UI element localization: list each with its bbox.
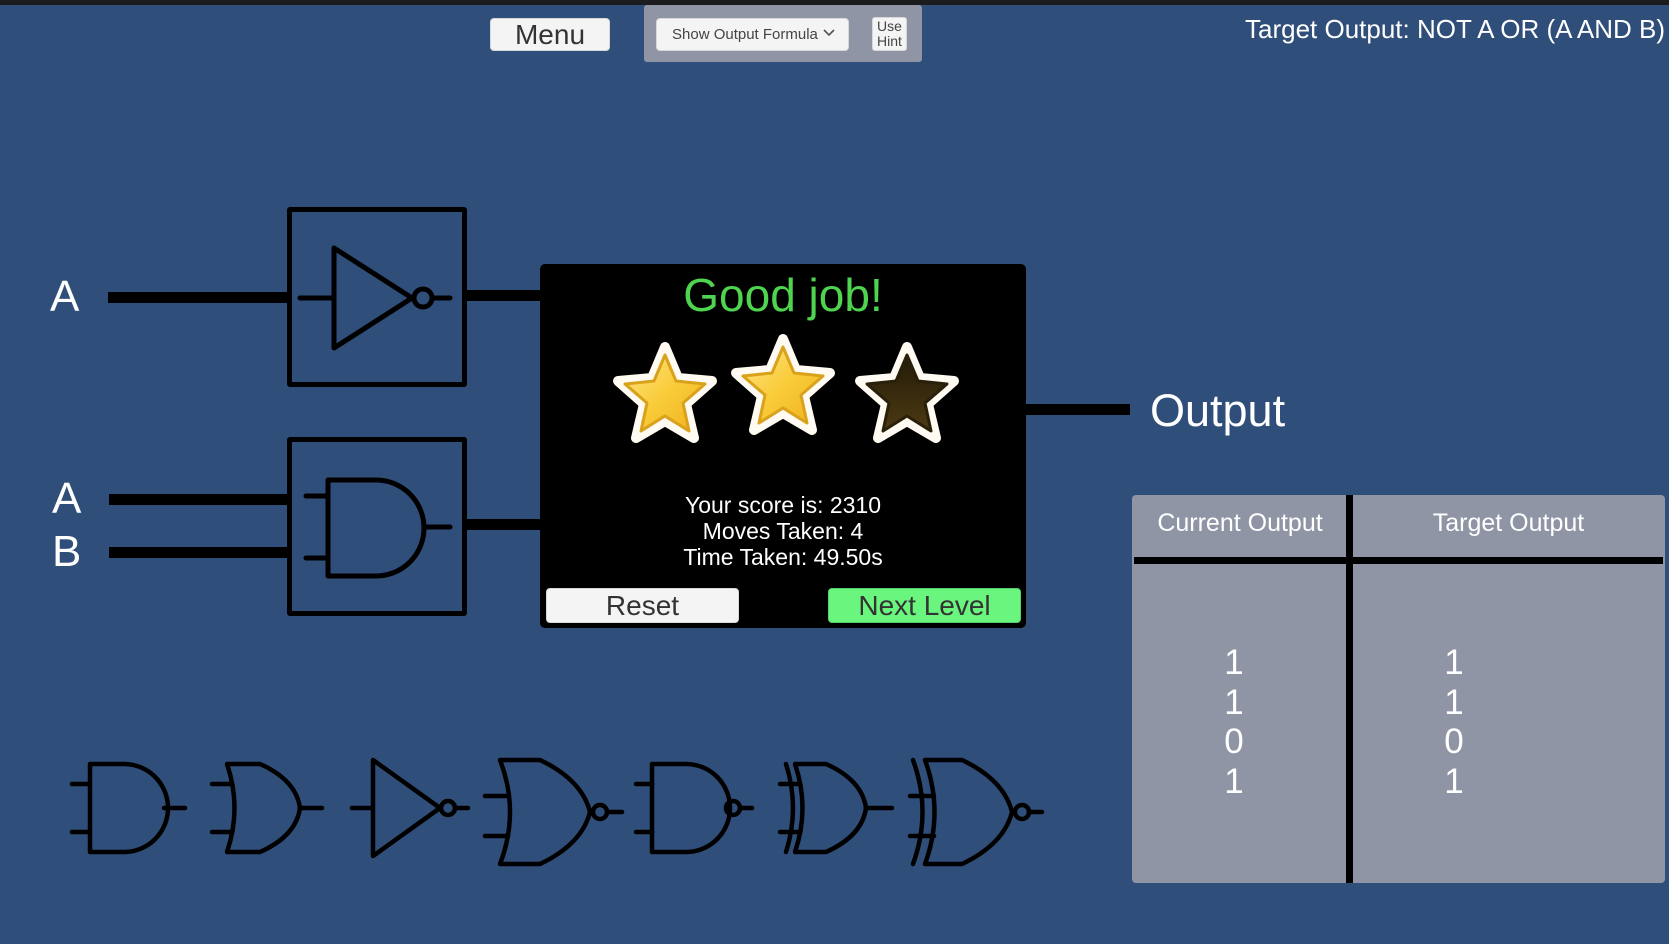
- header-target-output: Target Output: [1432, 509, 1585, 537]
- use-hint-button[interactable]: Use Hint: [872, 17, 907, 51]
- formula-dropdown-label: Show Output Formula: [672, 26, 818, 43]
- menu-button[interactable]: Menu: [490, 18, 610, 51]
- palette-or-gate-icon[interactable]: [209, 761, 325, 855]
- palette-nor-gate-icon[interactable]: [482, 757, 625, 867]
- current-output-row: 1: [1224, 682, 1244, 722]
- star-icon-empty: [855, 342, 959, 443]
- time-text: Time Taken: 49.50s: [683, 544, 883, 570]
- reset-button[interactable]: Reset: [546, 588, 739, 623]
- target-output-row: 1: [1444, 682, 1464, 722]
- wire-and-output: [466, 519, 542, 530]
- score-text: Your score is: 2310: [684, 492, 882, 518]
- target-output-column: 1 1 0 1: [1352, 643, 1556, 801]
- output-label: Output: [1150, 385, 1286, 436]
- current-output-column: 1 1 0 1: [1132, 643, 1336, 801]
- palette-xnor-gate-icon[interactable]: [907, 757, 1045, 867]
- window-top-bar: [0, 0, 1669, 5]
- header-current-output: Current Output: [1157, 509, 1323, 537]
- input-label-b: B: [52, 527, 82, 576]
- wire-a-to-not: [108, 292, 290, 303]
- wire-a-to-and: [109, 494, 290, 505]
- use-hint-line1: Use: [877, 18, 902, 34]
- target-output-row: 1: [1444, 643, 1464, 682]
- palette-and-gate-icon[interactable]: [69, 761, 188, 855]
- and-gate-slot[interactable]: [287, 437, 467, 616]
- table-column-divider: [1346, 495, 1353, 883]
- next-level-button[interactable]: Next Level: [828, 588, 1021, 623]
- input-label-a-top: A: [50, 272, 80, 321]
- chevron-down-icon: [823, 29, 835, 37]
- formula-dropdown[interactable]: Show Output Formula: [656, 18, 849, 51]
- star-icon-earned-2: [731, 334, 835, 435]
- current-output-row: 1: [1224, 761, 1244, 801]
- wire-b-to-and: [109, 547, 290, 558]
- palette-xor-gate-icon[interactable]: [777, 761, 895, 855]
- wire-output: [1026, 404, 1130, 415]
- gate-palette: [69, 757, 1045, 867]
- and-gate-icon: [303, 477, 453, 579]
- not-gate-slot[interactable]: [287, 207, 467, 387]
- not-gate-icon: [297, 245, 453, 351]
- palette-not-gate-icon[interactable]: [349, 757, 471, 859]
- wire-not-output: [466, 290, 542, 301]
- level-complete-modal: Good job! Your score is: 2310 Moves Take…: [540, 264, 1026, 628]
- table-header-divider: [1134, 557, 1663, 564]
- target-output-row: 0: [1444, 722, 1464, 761]
- target-formula-text: Target Output: NOT A OR (A AND B): [1244, 14, 1665, 44]
- input-label-a-bottom: A: [52, 474, 82, 523]
- modal-stats: Your score is: 2310 Moves Taken: 4 Time …: [540, 492, 1026, 570]
- moves-text: Moves Taken: 4: [702, 518, 864, 544]
- current-output-row: 1: [1224, 643, 1244, 682]
- use-hint-line2: Hint: [877, 33, 902, 49]
- current-output-row: 0: [1224, 722, 1244, 761]
- target-output-row: 1: [1444, 761, 1464, 801]
- modal-title: Good job!: [683, 269, 883, 321]
- palette-nand-gate-icon[interactable]: [633, 761, 755, 855]
- truth-table: Current Output Target Output 1 1 0 1 1 1…: [1132, 495, 1665, 883]
- star-icon-earned-1: [613, 342, 717, 443]
